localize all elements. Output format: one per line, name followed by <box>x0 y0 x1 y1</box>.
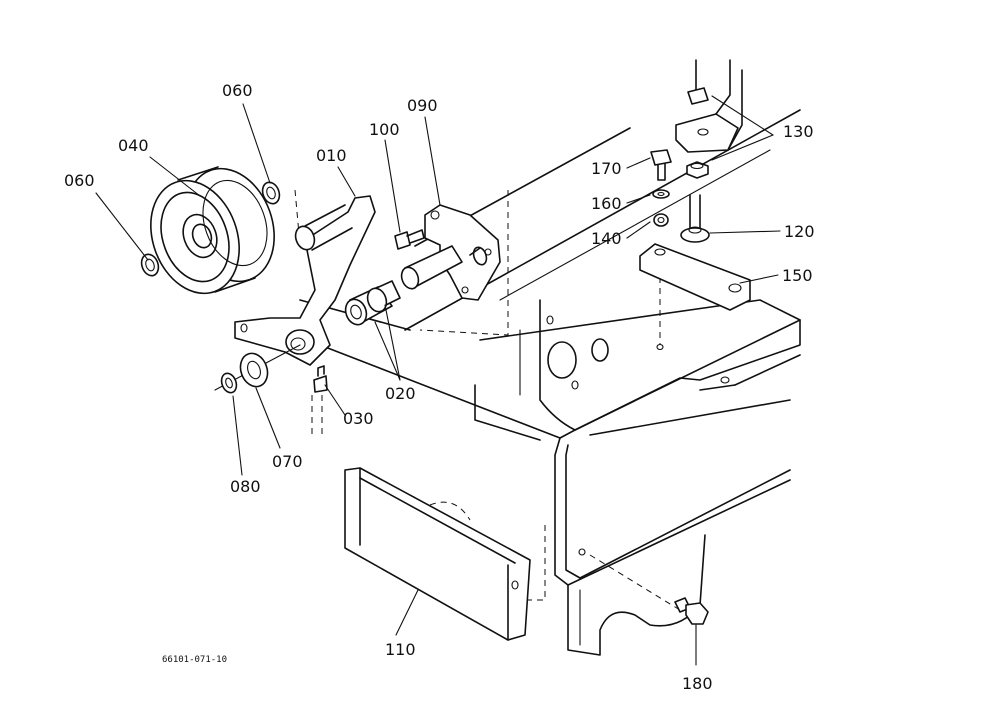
collar-070 <box>239 352 269 388</box>
washer-140 <box>653 213 669 227</box>
label-170: 170 <box>591 159 622 178</box>
label-090: 090 <box>407 96 438 115</box>
label-080: 080 <box>230 477 261 496</box>
bracket-130 <box>675 59 743 153</box>
label-070: 070 <box>272 452 303 471</box>
label-110: 110 <box>385 640 416 659</box>
label-150: 150 <box>782 266 813 285</box>
bolt-180 <box>674 597 709 625</box>
chassis-frame <box>294 109 801 656</box>
label-020: 020 <box>385 384 416 403</box>
part-labels: 060 040 060 010 100 090 130 170 160 140 … <box>64 81 815 693</box>
snap-ring-080 <box>220 372 238 394</box>
adjuster-bolt-120 <box>680 194 710 243</box>
tension-plate-150 <box>639 243 751 311</box>
washer-160 <box>652 189 670 199</box>
label-010: 010 <box>316 146 347 165</box>
bracket-090 <box>400 204 501 301</box>
label-060-top: 060 <box>222 81 253 100</box>
leader-lines <box>95 95 781 666</box>
tension-arm-010 <box>214 195 376 391</box>
label-120: 120 <box>784 222 815 241</box>
nut-130 <box>686 161 709 179</box>
label-030: 030 <box>343 409 374 428</box>
cover-plate-110 <box>344 467 531 641</box>
drawing-code: 66101-071-10 <box>162 655 227 665</box>
label-160: 160 <box>591 194 622 213</box>
bolt-170 <box>650 149 672 181</box>
label-060-left: 060 <box>64 171 95 190</box>
bushings-020 <box>344 280 401 326</box>
label-180: 180 <box>682 674 713 693</box>
label-100: 100 <box>369 120 400 139</box>
label-130: 130 <box>783 122 814 141</box>
label-040: 040 <box>118 136 149 155</box>
bolt-100 <box>394 229 425 250</box>
idler-pulley-040 <box>150 166 275 295</box>
snap-ring-060-right <box>261 181 281 205</box>
grease-fitting-030 <box>311 365 328 435</box>
label-140: 140 <box>591 229 622 248</box>
